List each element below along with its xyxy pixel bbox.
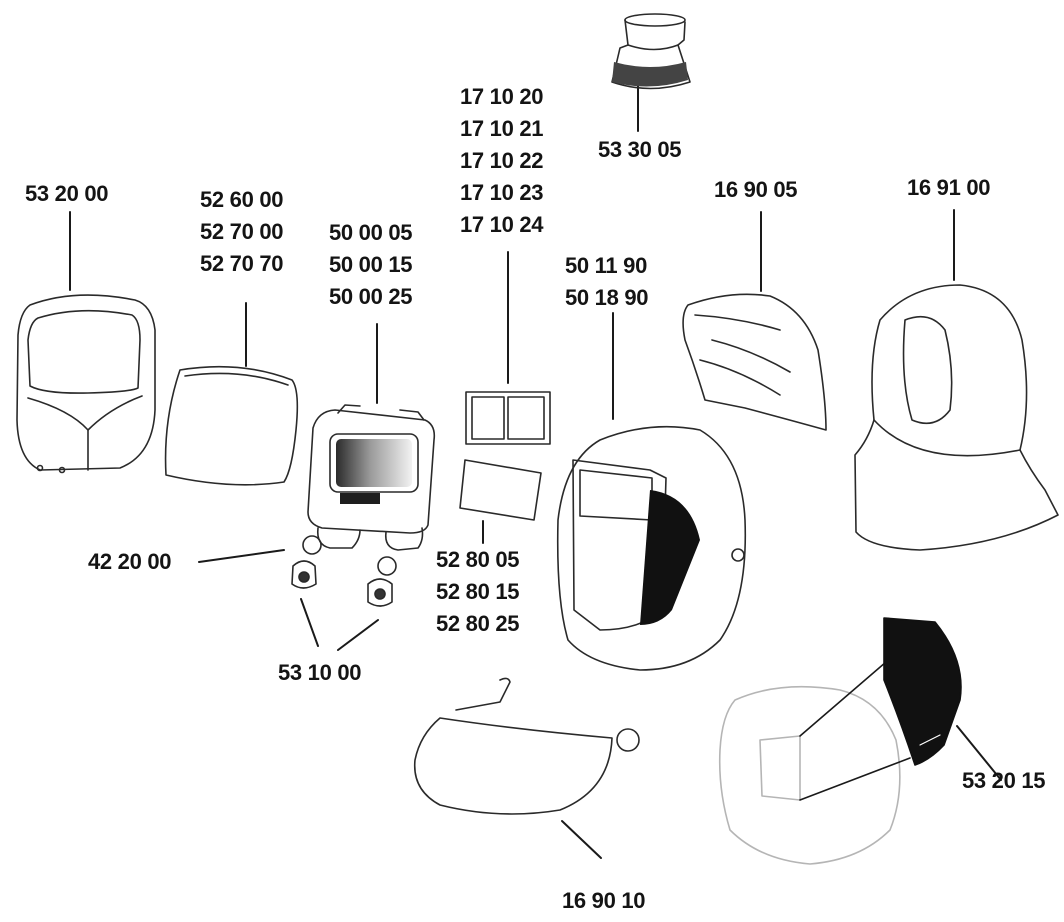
part-number: 50 00 15 <box>329 252 413 277</box>
part-number: 53 20 00 <box>25 181 109 206</box>
label-outer-protection-plate: 52 60 00 52 70 00 52 70 70 <box>200 184 284 280</box>
part-number: 17 10 23 <box>460 180 544 205</box>
magnifier-and-plate <box>459 391 551 521</box>
label-helmet-shell: 50 11 90 50 18 90 <box>565 250 649 314</box>
outer-protection-plate <box>164 365 299 486</box>
part-number: 52 70 00 <box>200 219 284 244</box>
part-number: 53 30 05 <box>598 137 682 162</box>
part-number: 17 10 24 <box>460 212 544 237</box>
part-number: 52 80 05 <box>436 547 520 572</box>
label-inside-protection-plate: 52 80 05 52 80 15 52 80 25 <box>436 544 520 640</box>
adf-filter <box>307 404 436 551</box>
part-number: 50 11 90 <box>565 253 648 278</box>
label-magnifying-lens: 17 10 20 17 10 21 17 10 22 17 10 23 17 1… <box>460 81 544 241</box>
helmet-shell <box>556 425 747 671</box>
part-number: 16 90 05 <box>714 177 798 202</box>
label-adf-filter: 50 00 05 50 00 15 50 00 25 <box>329 217 413 313</box>
part-number: 50 00 25 <box>329 284 413 309</box>
part-number: 16 91 00 <box>907 175 991 200</box>
label-head-cover: 16 90 05 <box>714 174 798 206</box>
side-window-cover-group <box>718 617 962 865</box>
part-number: 42 20 00 <box>88 549 172 574</box>
part-number: 50 18 90 <box>565 285 649 310</box>
label-visor-front-cover: 53 20 00 <box>25 178 109 210</box>
part-number: 52 60 00 <box>200 187 284 212</box>
part-number: 52 70 70 <box>200 251 284 276</box>
part-number: 17 10 21 <box>460 116 544 141</box>
label-sweatband-headgear: 16 90 10 <box>562 885 646 917</box>
hood <box>854 284 1059 551</box>
battery-parts <box>291 535 397 607</box>
label-side-window-cover: 53 20 15 <box>962 765 1046 797</box>
air-connector <box>611 13 691 90</box>
part-number: 50 00 05 <box>329 220 413 245</box>
label-air-connector: 53 30 05 <box>598 134 682 166</box>
sweatband-headgear <box>413 677 640 815</box>
part-number: 53 20 15 <box>962 768 1046 793</box>
part-number: 17 10 20 <box>460 84 544 109</box>
part-number: 17 10 22 <box>460 148 544 173</box>
leader-lines <box>69 85 1002 859</box>
part-number: 52 80 25 <box>436 611 520 636</box>
visor-front-cover <box>16 294 156 474</box>
label-hood: 16 91 00 <box>907 172 991 204</box>
part-number: 53 10 00 <box>278 660 362 685</box>
part-number: 52 80 15 <box>436 579 520 604</box>
label-battery-holder: 53 10 00 <box>278 657 362 689</box>
head-cover <box>682 293 827 431</box>
part-number: 16 90 10 <box>562 888 646 913</box>
label-battery: 42 20 00 <box>88 546 172 578</box>
